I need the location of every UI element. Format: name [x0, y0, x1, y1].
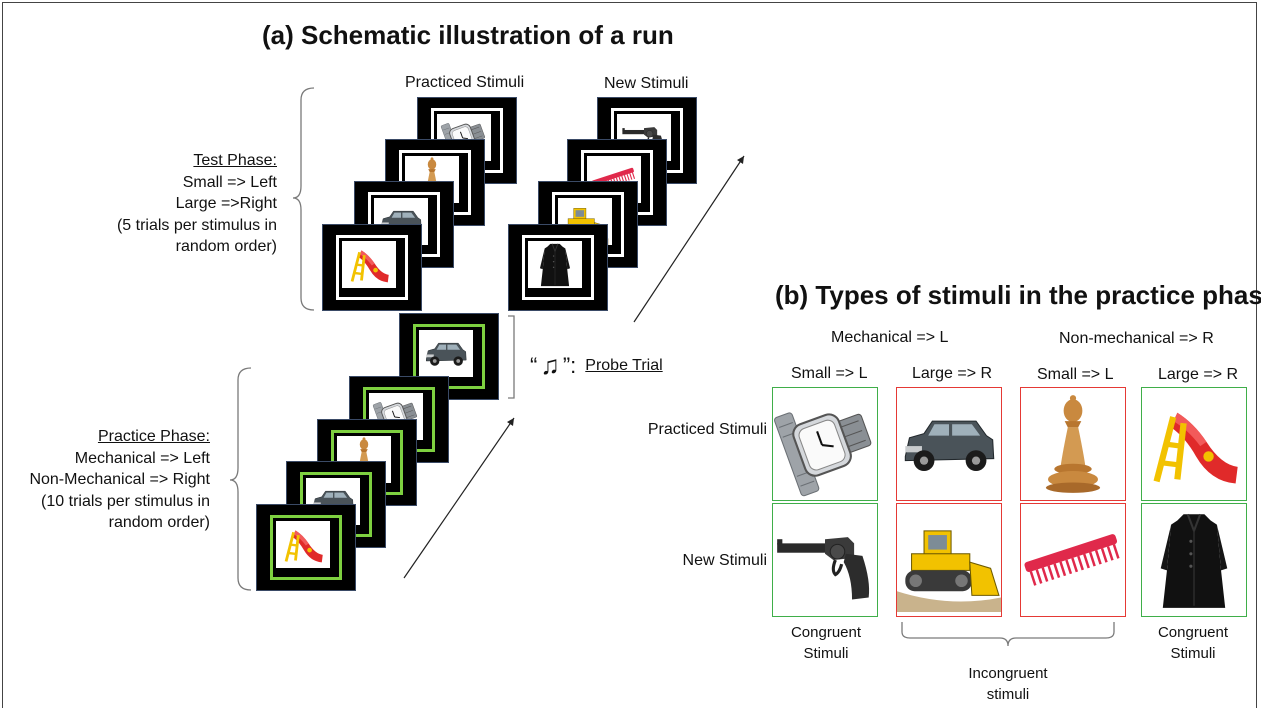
practice-phase-bracket	[229, 367, 252, 591]
new-stimuli-header: New Stimuli	[604, 75, 689, 92]
probe-bracket	[508, 315, 515, 399]
practice-phase-line: Mechanical => Left	[74, 449, 210, 467]
congruent-left-line: Congruent	[790, 624, 862, 641]
cell-practiced-large-nonmechanical	[1141, 387, 1247, 501]
music-note-icon: ♫	[540, 350, 560, 380]
column-label: Large => R	[912, 365, 993, 382]
probe-trial-label: “ ♫ ”: Probe Trial	[530, 350, 663, 381]
congruent-left-label: Congruent Stimuli	[774, 622, 878, 664]
test-phase-line: (5 trials per stimulus in	[116, 216, 277, 234]
quote-open: “	[530, 352, 538, 378]
practice-phase-line: Non-Mechanical => Right	[29, 471, 210, 488]
test-arrow	[633, 155, 745, 323]
cell-new-small-mechanical	[772, 503, 878, 617]
test-phase-line: random order)	[175, 238, 277, 255]
cell-new-large-mechanical	[896, 503, 1002, 617]
cell-practiced-large-mechanical	[896, 387, 1002, 501]
row-label-new: New Stimuli	[682, 552, 767, 569]
column-label: Small => L	[1037, 366, 1114, 383]
congruent-right-label: Congruent Stimuli	[1141, 622, 1245, 664]
cell-new-small-nonmechanical	[1020, 503, 1126, 617]
practice-phase-heading: Practice Phase:	[97, 428, 210, 445]
test-screen-slide	[323, 225, 421, 310]
cell-practiced-small-mechanical	[772, 387, 878, 501]
test-phase-line: Large =>Right	[175, 195, 277, 212]
practiced-stimuli-header: Practiced Stimuli	[405, 74, 525, 91]
column-label: Large => R	[1158, 366, 1239, 383]
group-nonmechanical-label: Non-mechanical => R	[1059, 330, 1214, 347]
test-phase-line: Small => Left	[182, 173, 277, 191]
group-mechanical-label: Mechanical => L	[831, 329, 949, 346]
column-label: Small => L	[791, 365, 868, 382]
row-label-practiced: Practiced Stimuli	[647, 421, 767, 438]
test-phase-description: Test Phase: Small => Left Large =>Right …	[117, 150, 277, 258]
practice-arrow	[403, 417, 515, 579]
congruent-right-line: Stimuli	[1170, 645, 1216, 662]
cell-practiced-small-nonmechanical	[1020, 387, 1126, 501]
incongruent-line: Incongruent	[968, 665, 1048, 682]
incongruent-line: stimuli	[986, 686, 1030, 703]
panel-a-title: (a) Schematic illustration of a run	[262, 20, 674, 50]
probe-trial-text: Probe Trial	[585, 356, 663, 374]
test-screen-coat	[509, 225, 607, 310]
test-phase-bracket	[292, 87, 315, 311]
cell-new-large-nonmechanical	[1141, 503, 1247, 617]
practice-screen-slide	[257, 505, 355, 590]
practice-phase-description: Practice Phase: Mechanical => Left Non-M…	[29, 426, 210, 534]
practice-phase-line: (10 trials per stimulus in	[41, 492, 210, 510]
congruent-left-line: Stimuli	[803, 645, 849, 662]
quote-close: ”:	[562, 352, 577, 378]
test-phase-heading: Test Phase:	[193, 152, 277, 169]
panel-b-title: (b) Types of stimuli in the practice pha…	[775, 280, 1261, 310]
practice-phase-line: random order)	[108, 514, 210, 531]
incongruent-label: Incongruent stimuli	[958, 663, 1058, 705]
congruent-right-line: Congruent	[1157, 624, 1229, 641]
